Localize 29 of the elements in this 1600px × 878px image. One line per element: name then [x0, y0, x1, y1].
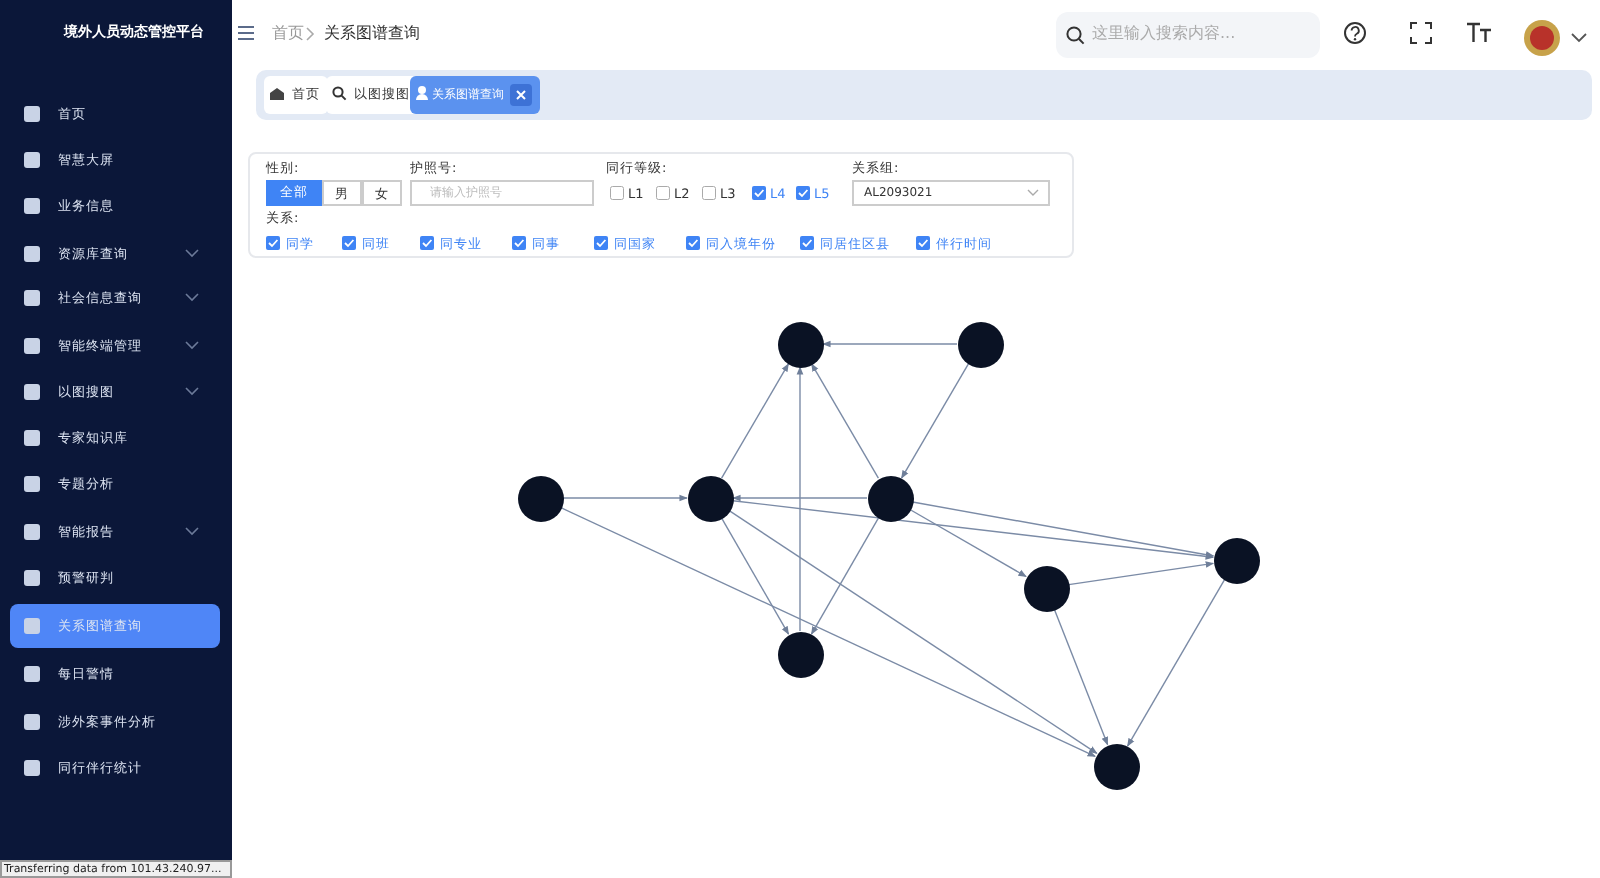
arrow [822, 340, 958, 348]
graph-node [777, 631, 823, 677]
search-placeholder: 这里输入搜索内容... [1092, 26, 1236, 42]
arrow [1068, 561, 1215, 586]
graph-node [867, 475, 913, 521]
graph-node [1023, 565, 1069, 611]
arrow [810, 517, 880, 635]
arrow [560, 507, 1096, 757]
arrow [728, 509, 1098, 755]
arrow [1053, 608, 1109, 746]
arrow [900, 363, 970, 479]
breadcrumb-link: 首页 [272, 26, 304, 42]
breadcrumb-current: 关系图谱查询 [324, 26, 420, 42]
arrow [720, 517, 790, 635]
arrow [732, 500, 1214, 560]
arrow [732, 494, 868, 502]
arrow [562, 494, 688, 502]
arrow [720, 363, 790, 479]
graph-node [687, 475, 733, 521]
graph-node [1213, 537, 1259, 583]
graph-node [777, 321, 823, 367]
graph-node [517, 475, 563, 521]
arrow [810, 363, 880, 479]
arrow [909, 508, 1027, 578]
arrow [796, 366, 804, 632]
graph-node [957, 321, 1003, 367]
graph-node [1093, 743, 1139, 789]
arrow [1126, 579, 1226, 747]
arrow [911, 501, 1215, 558]
